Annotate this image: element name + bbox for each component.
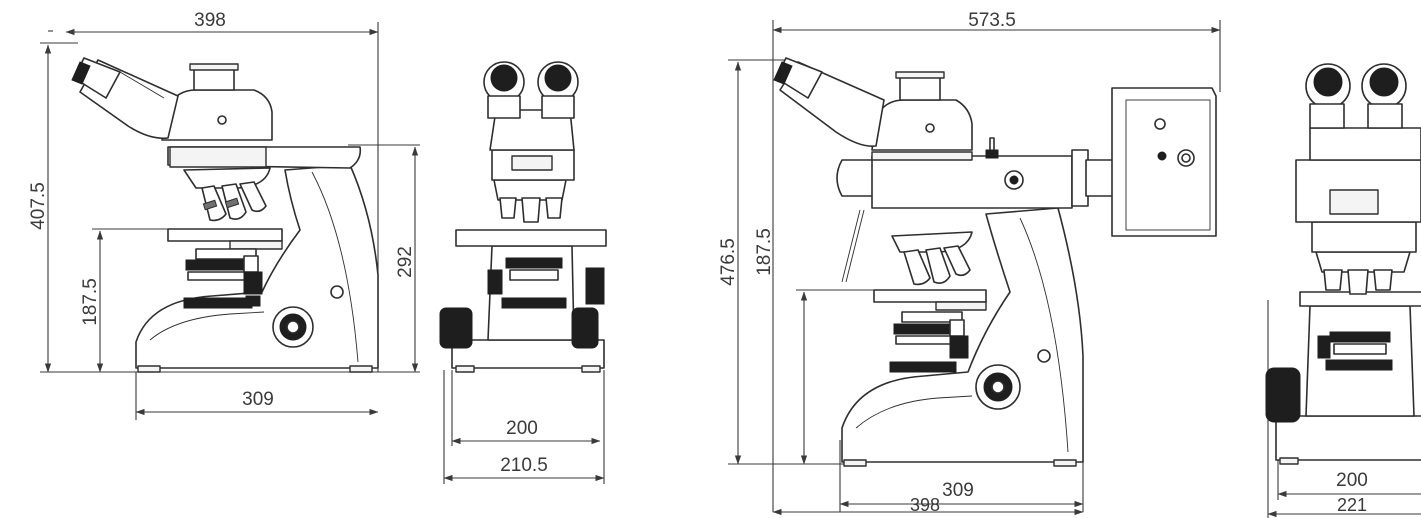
dim-total-height: 407.5 (28, 182, 49, 230)
microscope-b-side-view: 573.5 476.5 187.5 309 398 (718, 10, 1221, 516)
microscope-b-front-drawing (1265, 63, 1421, 465)
microscope-a-side-drawing (71, 57, 379, 373)
dim-total-height: 476.5 (718, 238, 739, 286)
microscope-a-front-view: 200 210.5 (439, 61, 607, 484)
microscope-a-side-view: 398 407.5 187.5 292 309 (28, 10, 420, 420)
dim-base-width: 200 (1336, 470, 1368, 491)
microscope-b-front-view: 200 221 (1265, 63, 1421, 518)
microscope-a-front-drawing (439, 61, 607, 373)
microscope-b-side-drawing (773, 57, 1217, 467)
dim-base-width: 200 (506, 418, 538, 439)
dim-stage-height: 187.5 (80, 278, 101, 326)
dim-arm-height: 292 (395, 246, 416, 278)
dim-base-length: 309 (242, 389, 274, 410)
dim-stage-height: 187.5 (754, 228, 775, 276)
dim-total-width: 210.5 (500, 455, 548, 476)
dim-total-width: 221 (1337, 495, 1367, 515)
dim-base-length: 309 (942, 480, 974, 501)
dim-total-length: 398 (194, 10, 226, 31)
dim-body-length: 398 (910, 495, 940, 515)
dim-total-length: 573.5 (968, 10, 1016, 31)
